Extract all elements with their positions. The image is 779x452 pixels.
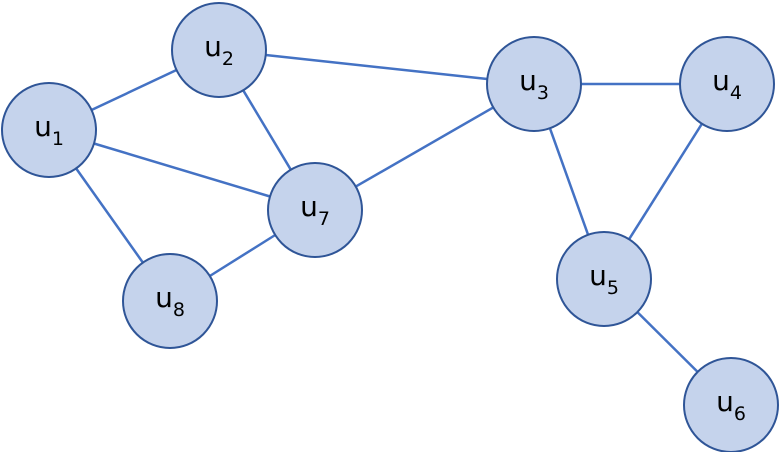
node-label-subscript: 1 (52, 128, 64, 150)
node-circle (683, 357, 779, 452)
edge-u2-u3 (265, 53, 488, 81)
node-label-base: u (155, 281, 173, 314)
edges-layer (75, 53, 703, 373)
node-label-base: u (34, 110, 52, 143)
edge-u1-u7 (93, 142, 271, 198)
node-label-base: u (519, 64, 537, 97)
node-label-base: u (589, 259, 607, 292)
node-circle (486, 36, 582, 132)
node-circle (1, 82, 97, 178)
node-u1: u1 (1, 82, 97, 178)
node-circle (267, 162, 363, 258)
node-u4: u4 (679, 36, 775, 132)
node-circle (122, 253, 218, 349)
node-label-base: u (716, 385, 734, 418)
node-label-subscript: 4 (730, 82, 742, 104)
node-label: u3 (519, 64, 549, 104)
node-label: u5 (589, 259, 619, 299)
node-circle (556, 231, 652, 327)
node-label-subscript: 7 (318, 208, 330, 230)
node-u7: u7 (267, 162, 363, 258)
node-u6: u6 (683, 357, 779, 452)
node-label-subscript: 8 (173, 299, 185, 321)
edge-u7-u8 (209, 233, 276, 278)
node-label: u1 (34, 110, 64, 150)
node-label: u6 (716, 385, 746, 425)
node-label-base: u (712, 64, 730, 97)
edge-u1-u2 (90, 68, 178, 112)
node-circle (171, 2, 267, 98)
node-circle (679, 36, 775, 132)
edge-u5-u6 (636, 311, 699, 373)
edge-u1-u8 (75, 167, 144, 264)
edge-u4-u5 (628, 123, 703, 240)
node-label: u7 (300, 190, 330, 230)
node-label: u8 (155, 281, 185, 321)
node-label-base: u (300, 190, 318, 223)
edge-u2-u7 (242, 89, 292, 171)
node-label-base: u (204, 30, 222, 63)
node-u8: u8 (122, 253, 218, 349)
edge-u3-u5 (548, 127, 590, 236)
node-label-subscript: 6 (734, 403, 746, 425)
node-u2: u2 (171, 2, 267, 98)
edge-u7-u3 (355, 106, 494, 188)
node-label: u4 (712, 64, 742, 104)
node-label-subscript: 5 (607, 277, 619, 299)
node-u5: u5 (556, 231, 652, 327)
node-label-subscript: 3 (537, 82, 549, 104)
node-u3: u3 (486, 36, 582, 132)
node-label-subscript: 2 (222, 48, 234, 70)
node-label: u2 (204, 30, 234, 70)
